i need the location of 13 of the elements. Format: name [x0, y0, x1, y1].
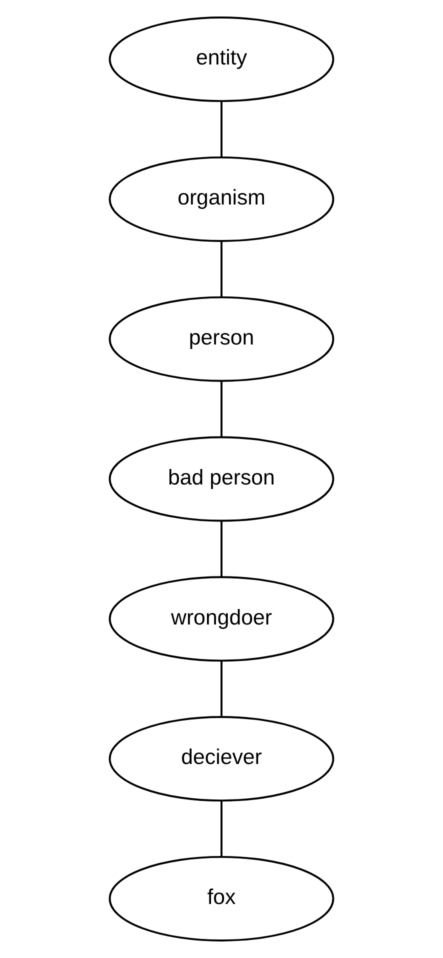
connector — [220, 660, 222, 717]
node-ellipse: wrongdoer — [108, 576, 334, 662]
node-ellipse: organism — [108, 156, 334, 242]
connector — [220, 381, 222, 437]
node-ellipse: bad person — [108, 436, 334, 522]
connector — [220, 101, 222, 157]
node-ellipse: fox — [108, 856, 334, 942]
connector — [220, 241, 222, 297]
node-ellipse: person — [108, 296, 334, 382]
connector — [220, 521, 222, 577]
node-ellipse: deciever — [108, 716, 334, 802]
node-ellipse: entity — [108, 16, 334, 102]
connector — [220, 800, 222, 856]
